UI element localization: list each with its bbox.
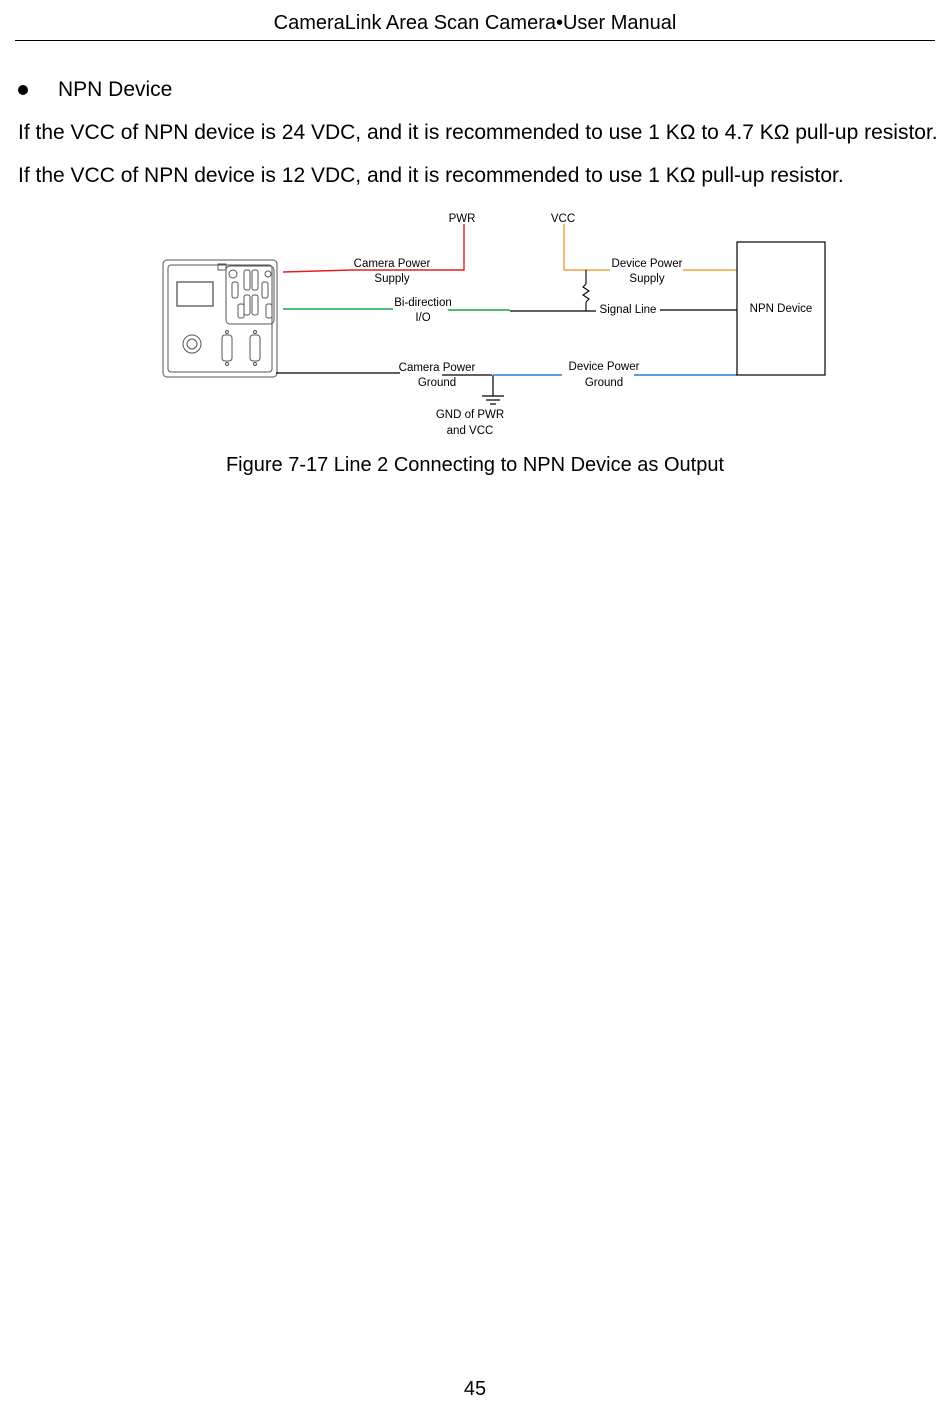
- ground-icon: [482, 375, 504, 405]
- section-heading-text: NPN Device: [58, 78, 173, 101]
- signal-line-wire: [276, 309, 737, 376]
- label-camera-power-supply-1: Camera Power: [354, 258, 431, 270]
- section-heading: NPN Device: [18, 78, 172, 102]
- label-device-power-supply-1: Device Power: [612, 258, 683, 270]
- camera-icon: [162, 259, 278, 378]
- figure-caption: Figure 7-17 Line 2 Connecting to NPN Dev…: [225, 454, 725, 476]
- wiring-diagram: PWR VCC Camera Power Supply Bi-direction…: [162, 213, 826, 437]
- bi-direction-io-wire: [283, 308, 510, 311]
- paragraph-24vdc: If the VCC of NPN device is 24 VDC, and …: [18, 121, 938, 144]
- label-device-power-supply-2: Supply: [629, 273, 664, 285]
- label-camera-power-ground-1: Camera Power: [399, 362, 476, 374]
- header-divider: [15, 40, 935, 41]
- label-bi-direction-1: Bi-direction: [394, 297, 452, 309]
- label-pwr: PWR: [449, 213, 476, 225]
- bullet-icon: [18, 85, 28, 95]
- pull-up-resistor-icon: [582, 270, 590, 311]
- label-gnd-1: GND of PWR: [436, 409, 504, 421]
- vcc-wire: [563, 224, 737, 271]
- label-device-power-ground-1: Device Power: [569, 361, 640, 373]
- label-signal-line: Signal Line: [600, 304, 657, 316]
- label-camera-power-ground-2: Ground: [418, 377, 456, 389]
- camera-power-wire: [282, 224, 465, 273]
- npn-device-box: [736, 241, 826, 376]
- label-camera-power-supply-2: Supply: [374, 273, 409, 285]
- page-number: 45: [463, 1378, 487, 1400]
- label-npn-device: NPN Device: [750, 303, 813, 315]
- label-bi-direction-2: I/O: [415, 312, 430, 324]
- label-gnd-2: and VCC: [447, 425, 494, 437]
- label-vcc: VCC: [551, 213, 575, 225]
- label-device-power-ground-2: Ground: [585, 377, 623, 389]
- paragraph-12vdc: If the VCC of NPN device is 12 VDC, and …: [18, 164, 844, 187]
- header-title: CameraLink Area Scan Camera•User Manual: [273, 12, 677, 34]
